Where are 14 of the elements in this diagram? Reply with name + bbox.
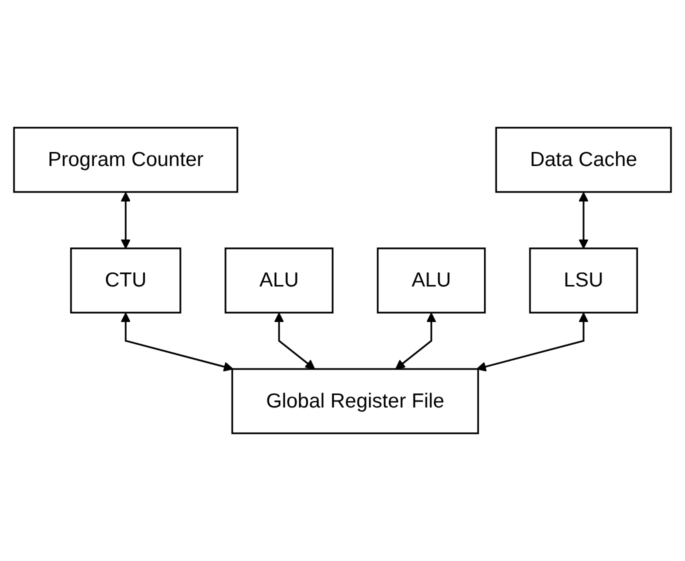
arrow <box>120 192 131 249</box>
node-box <box>13 126 238 193</box>
arrow <box>395 312 436 370</box>
block-diagram: Program Counter Data Cache CTU ALU ALU LSU Global Register File <box>5 5 680 556</box>
node-box <box>376 248 486 314</box>
node-box <box>495 126 672 193</box>
node-box <box>231 368 479 434</box>
arrow <box>578 192 589 249</box>
node-box <box>70 248 182 314</box>
arrow <box>476 312 589 372</box>
arrow <box>120 312 234 372</box>
node-box <box>224 248 334 314</box>
node-box <box>529 248 638 314</box>
arrow <box>274 312 316 370</box>
